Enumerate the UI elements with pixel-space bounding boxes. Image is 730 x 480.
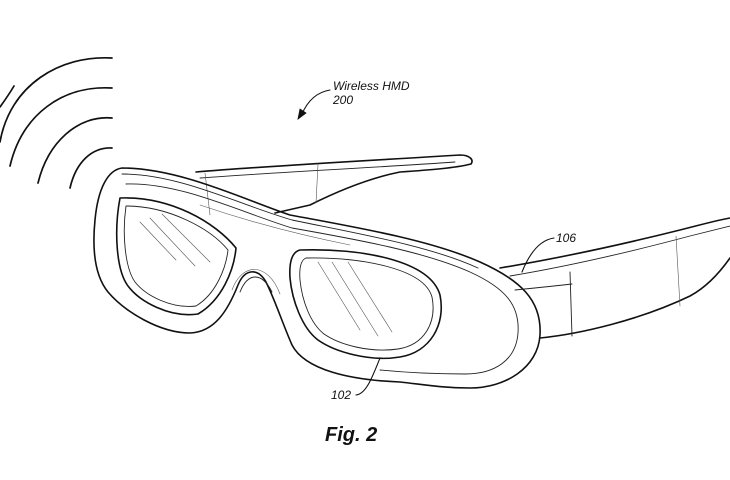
figure-caption: Fig. 2 [325, 424, 377, 446]
device-name-label: Wireless HMD [333, 79, 410, 93]
near-temple-arm [499, 217, 730, 339]
left-lens [115, 197, 237, 316]
temple-reference: 106 [521, 231, 576, 273]
device-reference: Wireless HMD 200 [297, 79, 410, 120]
hmd-frame [93, 167, 541, 389]
lens-reference: 102 [331, 357, 381, 402]
leader-arrow-icon [297, 89, 331, 120]
wireless-signal-icon [0, 57, 113, 189]
temple-ref-number: 106 [556, 231, 576, 245]
lens-ref-number: 102 [331, 388, 351, 402]
right-lens [289, 248, 442, 360]
far-temple-arm [195, 154, 473, 216]
device-ref-number: 200 [332, 93, 353, 107]
